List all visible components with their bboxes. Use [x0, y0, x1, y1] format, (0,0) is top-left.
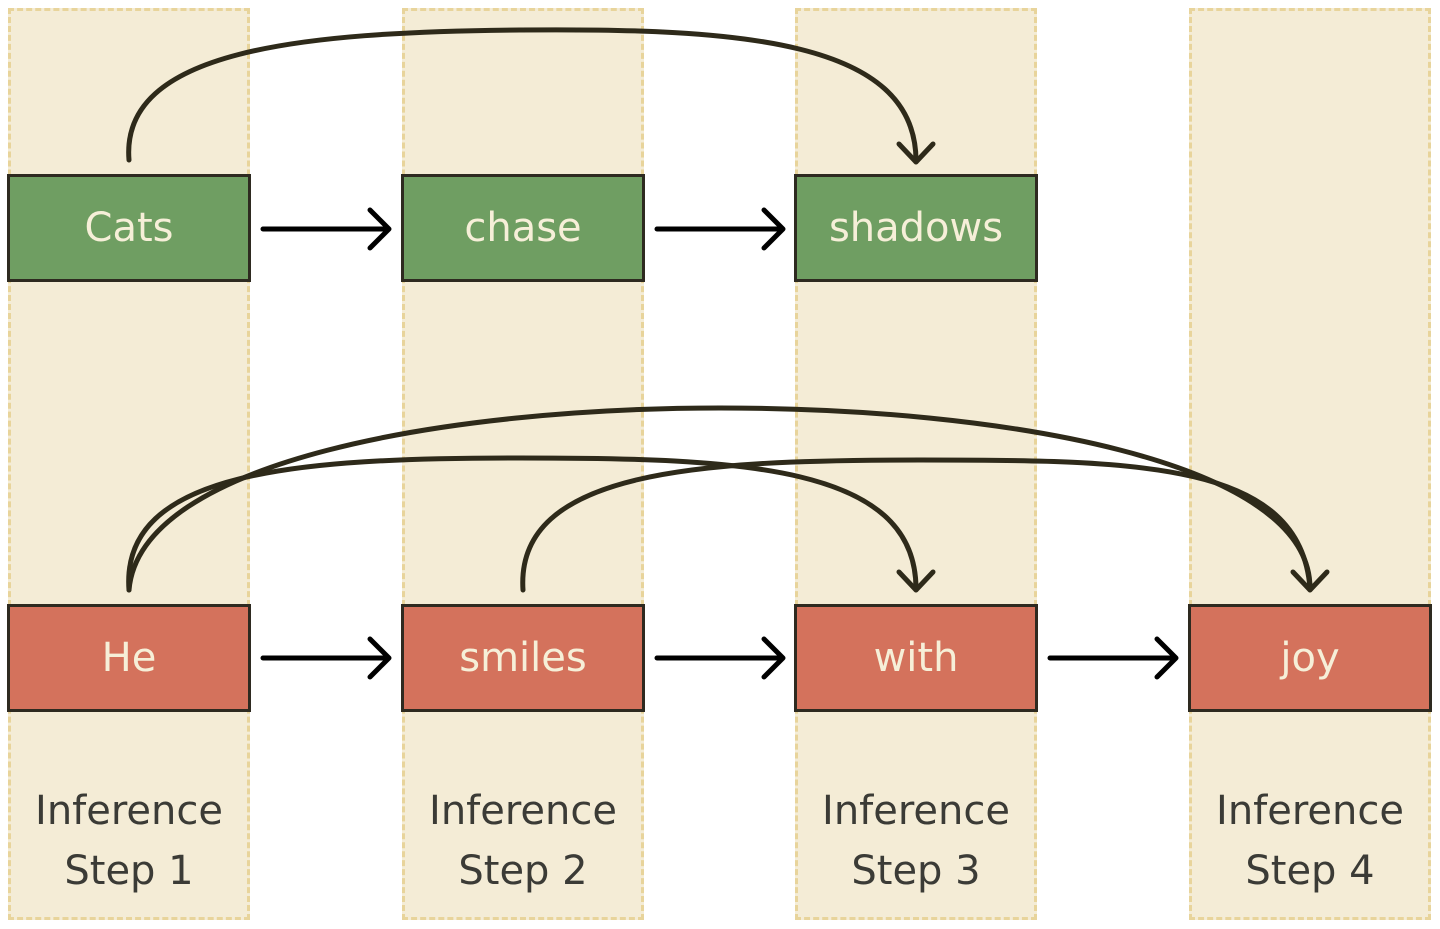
token-smiles: smiles [401, 604, 645, 712]
token-chase: chase [401, 174, 645, 282]
inference-step-column-2: Inference Step 2 [402, 8, 644, 920]
step-label-1: Inference Step 1 [11, 781, 247, 901]
step-label-4: Inference Step 4 [1192, 781, 1428, 901]
step-label-line1: Inference [1216, 788, 1404, 834]
arrow-chase-to-shadows [654, 207, 786, 251]
step-label-line2: Step 3 [851, 848, 981, 894]
step-label-line1: Inference [35, 788, 223, 834]
arrow-with-to-joy [1047, 636, 1179, 680]
step-label-line2: Step 4 [1245, 848, 1375, 894]
inference-step-column-3: Inference Step 3 [795, 8, 1037, 920]
arrow-cats-to-chase [260, 207, 392, 251]
token-shadows: shadows [794, 174, 1038, 282]
inference-step-column-4: Inference Step 4 [1189, 8, 1431, 920]
token-joy: joy [1188, 604, 1432, 712]
step-label-line2: Step 1 [64, 848, 194, 894]
inference-step-column-1: Inference Step 1 [8, 8, 250, 920]
token-cats: Cats [7, 174, 251, 282]
step-label-line1: Inference [822, 788, 1010, 834]
arrow-smiles-to-with [654, 636, 786, 680]
step-label-3: Inference Step 3 [798, 781, 1034, 901]
token-he: He [7, 604, 251, 712]
step-label-2: Inference Step 2 [405, 781, 641, 901]
step-label-line1: Inference [429, 788, 617, 834]
curve-he-to-joy [126, 405, 1330, 593]
step-label-line2: Step 2 [458, 848, 588, 894]
arrow-he-to-smiles [260, 636, 392, 680]
token-with: with [794, 604, 1038, 712]
